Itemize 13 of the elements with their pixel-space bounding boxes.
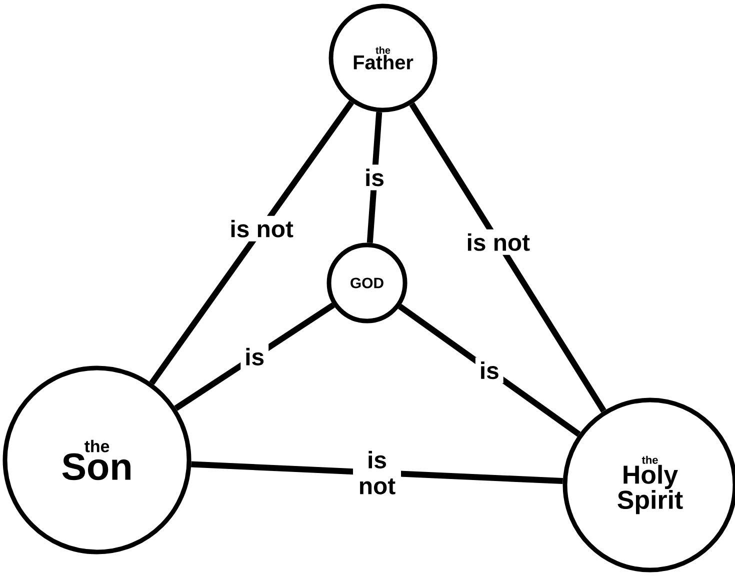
- circle-node: GOD: [326, 242, 408, 324]
- edge-label: is not: [353, 446, 401, 498]
- circle-node: the Son: [2, 366, 192, 554]
- edge-label: is: [475, 358, 504, 384]
- edge-label: is not: [226, 216, 298, 242]
- edge-label: is: [360, 164, 388, 190]
- connector-line: [149, 100, 354, 385]
- circle-node: the Father: [328, 4, 438, 112]
- edge-label: is: [240, 344, 269, 370]
- connector-line: [191, 461, 563, 484]
- connector-line: [409, 102, 606, 413]
- edge-label: is not: [462, 229, 534, 255]
- connector-line: [398, 304, 581, 437]
